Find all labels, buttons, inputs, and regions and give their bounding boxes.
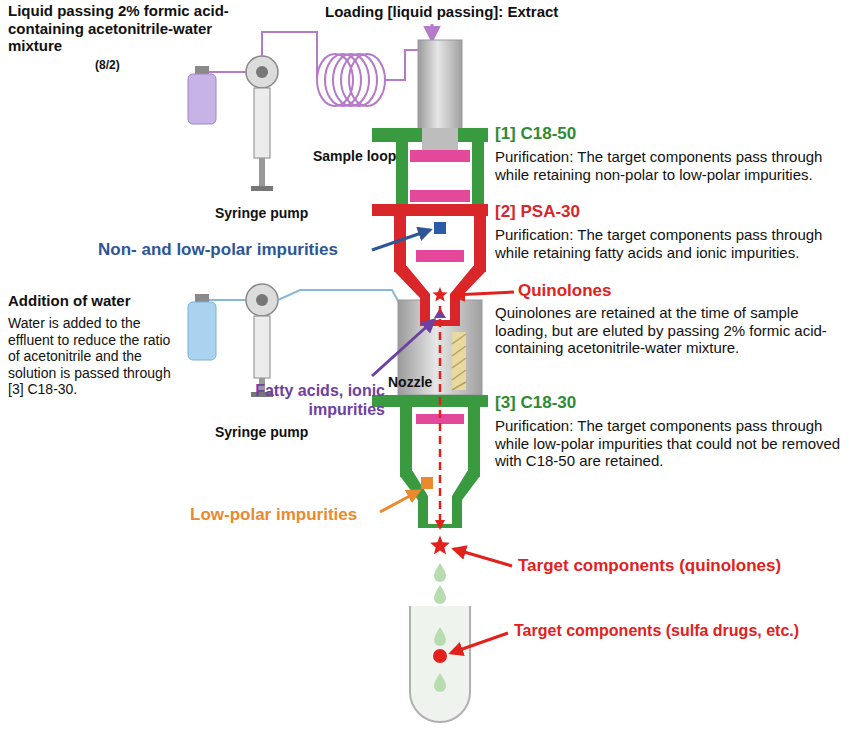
flow-path-dashed	[439, 306, 442, 528]
syringe-rod	[259, 158, 265, 186]
label-anchor: [1] C18-50	[495, 124, 576, 144]
description-text: Purification: The target components pass…	[495, 148, 855, 183]
label-anchor: Liquid passing 2% formic acid-containing…	[8, 2, 233, 55]
leader-arrow	[453, 292, 514, 295]
non-polar-impurity-mark	[434, 222, 446, 234]
callout-label: Non- and low-polar impurities	[98, 240, 338, 260]
bottle-cap	[195, 66, 209, 74]
label-anchor: Syringe pump	[215, 424, 308, 441]
callout-label: Low-polar impurities	[190, 505, 357, 525]
label-anchor: [2] PSA-30	[495, 202, 580, 222]
sample-loop-coil	[349, 54, 385, 106]
sample-loop-coil	[333, 54, 369, 106]
description-text: Purification: The target components pass…	[495, 417, 855, 470]
solvent-label: Liquid passing 2% formic acid-containing…	[8, 2, 233, 55]
ratio-label: (8/2)	[95, 58, 120, 72]
label-anchor: Sample loop	[313, 148, 396, 165]
tube	[209, 71, 246, 73]
label-anchor: Purification: The target components pass…	[495, 226, 855, 261]
syringe-handle	[251, 186, 273, 191]
part-label: Syringe pump	[215, 205, 308, 222]
label-anchor: Target components (sulfa drugs, etc.)	[514, 622, 799, 641]
target-star	[430, 536, 450, 555]
tube	[262, 32, 317, 80]
loading-label: Loading [liquid passing]: Extract	[325, 3, 558, 21]
callout-label: Fatty acids, ionic impurities	[250, 382, 385, 420]
leader-arrow	[454, 549, 512, 566]
syringe-barrel	[254, 316, 270, 378]
label-anchor: [3] C18-30	[495, 393, 576, 413]
label-anchor: Loading [liquid passing]: Extract	[325, 3, 558, 21]
label-anchor: Water is added to the effluent to reduce…	[8, 315, 180, 398]
description-text: Water is added to the effluent to reduce…	[8, 315, 180, 398]
valve-core	[256, 294, 268, 306]
cartridge-heading: [3] C18-30	[495, 393, 576, 413]
loading-arrow	[431, 24, 434, 40]
leader-arrow	[372, 230, 430, 250]
cartridge-body	[394, 216, 486, 272]
syringe-barrel-top	[418, 40, 462, 135]
frit	[416, 250, 464, 262]
solvent-bottle	[188, 74, 216, 124]
part-label: Syringe pump	[215, 424, 308, 441]
hatched-strip	[452, 332, 466, 390]
callout-label: Quinolones	[518, 281, 612, 301]
label-anchor: Nozzle	[388, 374, 432, 391]
leader-arrow	[372, 320, 434, 376]
cartridge-heading: [1] C18-50	[495, 124, 576, 144]
label-anchor: Syringe pump	[215, 205, 308, 222]
target-dot	[433, 649, 447, 663]
description-text: Purification: The target components pass…	[495, 226, 855, 261]
sample-loop-coil	[341, 54, 377, 106]
cartridge-body	[396, 142, 484, 204]
cartridge-inner	[408, 142, 472, 204]
inner-tube	[422, 128, 458, 150]
label-anchor: Fatty acids, ionic impurities	[250, 382, 385, 420]
cartridge-flange	[372, 395, 488, 407]
leader-arrow	[380, 491, 419, 512]
callout-label: Target components (quinolones)	[518, 556, 781, 576]
water-bottle	[188, 302, 216, 360]
valve	[246, 56, 278, 88]
label-anchor: Target components (quinolones)	[518, 556, 781, 576]
label-anchor: Quinolones are retained at the time of s…	[495, 304, 855, 357]
cartridge-inner	[406, 216, 474, 266]
drop	[434, 585, 446, 604]
frit	[410, 150, 470, 162]
label-anchor: Low-polar impurities	[190, 505, 357, 525]
syringe-barrel	[254, 88, 270, 158]
tube	[385, 50, 418, 80]
valve	[246, 284, 278, 316]
low-polar-impurity-mark	[421, 477, 433, 489]
bottle-cap	[195, 294, 209, 302]
part-label: Nozzle	[388, 374, 432, 391]
hatching	[452, 334, 466, 390]
callout-label: Target components (sulfa drugs, etc.)	[514, 622, 799, 641]
frit	[410, 190, 470, 202]
label-anchor: Addition of water	[8, 292, 131, 310]
part-label: Sample loop	[313, 148, 396, 165]
sample-loop-coil	[317, 54, 353, 106]
drop	[434, 627, 446, 646]
sample-loop-coil	[325, 54, 361, 106]
valve-core	[256, 66, 268, 78]
label-anchor: Purification: The target components pass…	[495, 148, 855, 183]
test-tube	[410, 606, 470, 722]
quinolone-star	[432, 287, 447, 301]
label-anchor: Purification: The target components pass…	[495, 417, 855, 470]
label-anchor: Non- and low-polar impurities	[98, 240, 338, 260]
cartridge-heading: [2] PSA-30	[495, 202, 580, 222]
label-anchor: Quinolones	[518, 281, 612, 301]
drop	[434, 563, 446, 582]
tube	[278, 290, 402, 308]
description-text: Quinolones are retained at the time of s…	[495, 304, 855, 357]
label-anchor: (8/2)	[95, 58, 120, 72]
cartridge-flange	[372, 204, 488, 216]
leader-arrow	[451, 633, 508, 653]
note-heading: Addition of water	[8, 292, 131, 310]
tube	[209, 299, 246, 301]
drop	[434, 673, 446, 692]
